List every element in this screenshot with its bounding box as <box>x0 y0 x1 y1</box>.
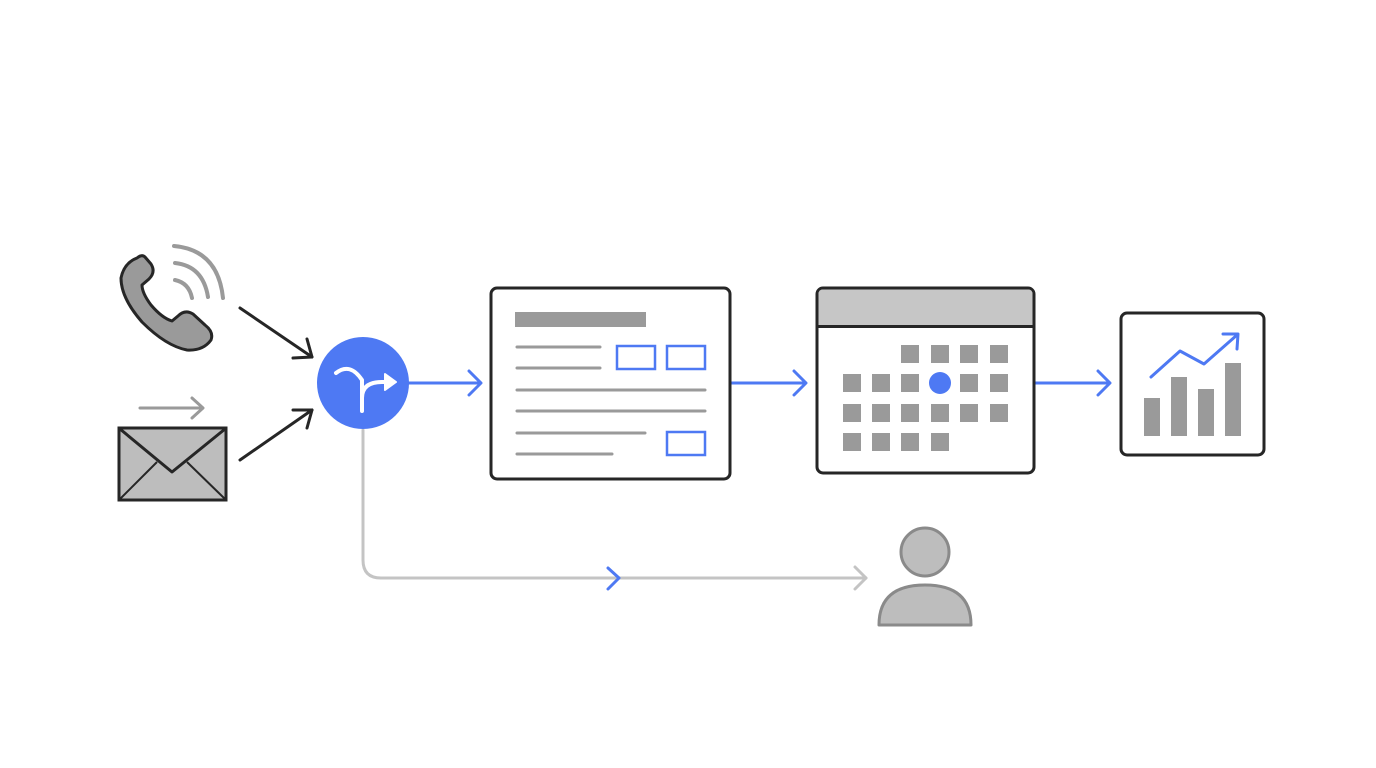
envelope-icon <box>117 396 228 502</box>
incoming-arrow-icon <box>138 396 205 420</box>
phone-call-icon <box>119 244 225 352</box>
edge-email-to-router <box>238 408 314 462</box>
connectors <box>238 306 1112 591</box>
form-document-icon <box>489 286 732 481</box>
edge-router-to-person <box>361 428 868 591</box>
edge-calendar-to-report <box>1033 369 1112 397</box>
branch-router-icon <box>317 337 409 429</box>
edge-router-to-form <box>406 369 483 397</box>
edge-midpoint-arrow <box>606 566 621 591</box>
form-input-field <box>665 430 707 457</box>
edge-form-to-calendar <box>729 369 808 397</box>
person-icon <box>877 526 973 627</box>
selected-date-marker <box>929 372 951 394</box>
form-input-field <box>615 344 657 371</box>
analytics-chart-icon <box>1119 311 1266 457</box>
calendar-icon <box>815 286 1036 475</box>
calendar-header <box>818 289 1033 326</box>
edge-phone-to-router <box>238 306 314 360</box>
form-input-field <box>665 344 707 371</box>
form-title-bar <box>515 312 646 327</box>
